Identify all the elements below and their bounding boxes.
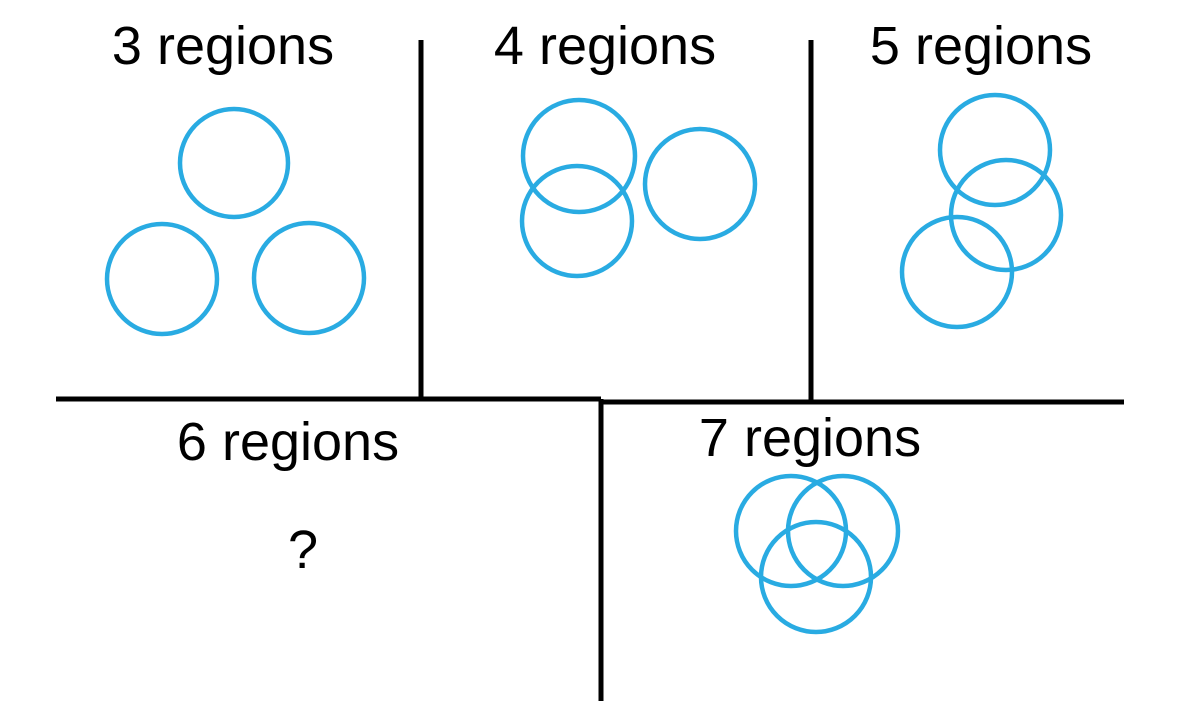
panel-5-regions-circle-1 xyxy=(937,92,1053,208)
panel-7-regions-circle-3 xyxy=(758,519,874,635)
panel-5-regions-label: 5 regions xyxy=(869,16,1093,76)
panel-3-regions-circle-3 xyxy=(251,220,367,336)
panel-3-regions-circle-2 xyxy=(104,221,220,337)
panel-7-regions-label: 7 regions xyxy=(698,408,922,468)
panel-4-regions-circle-1 xyxy=(520,97,638,215)
panel-4-regions-circle-2 xyxy=(519,163,635,279)
panel-4-regions-label: 4 regions xyxy=(493,16,717,76)
panel-7-regions-circle-1 xyxy=(733,473,849,589)
panel-6-regions-label: 6 regions xyxy=(176,412,400,472)
panel-3-regions-circle-1 xyxy=(177,106,291,220)
panel-5-regions-circle-3 xyxy=(899,214,1015,330)
question-mark: ? xyxy=(287,520,319,580)
panel-3-regions-label: 3 regions xyxy=(111,16,335,76)
panel-4-regions-circle-3 xyxy=(642,126,758,242)
panel-5-regions-circle-2 xyxy=(948,157,1064,273)
